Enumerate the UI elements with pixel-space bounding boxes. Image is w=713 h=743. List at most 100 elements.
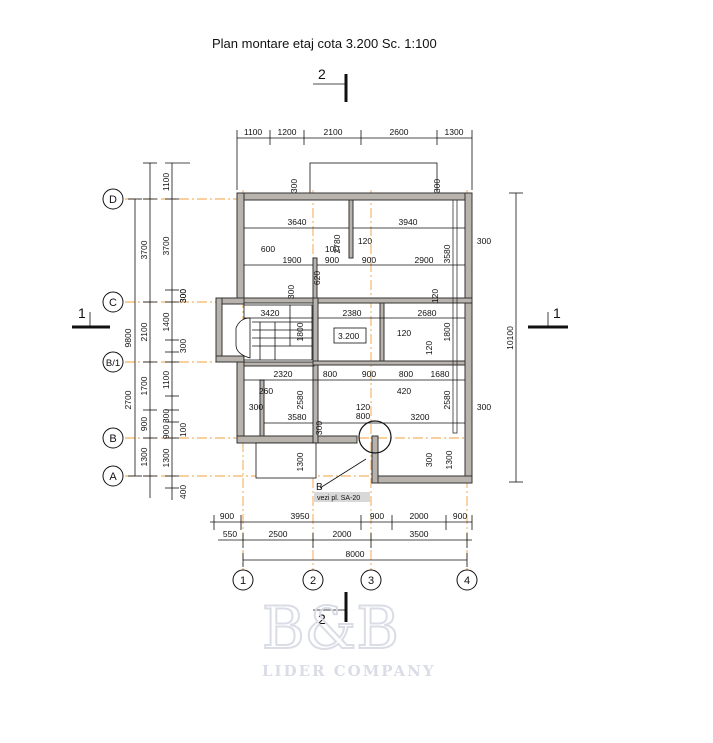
axis-label-4: 4 xyxy=(464,575,470,587)
idim-24: 1800 xyxy=(442,322,452,341)
left-inner-1100: 1100 xyxy=(161,371,171,390)
idim-4: 3940 xyxy=(399,217,418,227)
left-inner-1300: 1300 xyxy=(161,448,171,467)
level-marker: 3.200 xyxy=(333,327,367,344)
idim-25: 120 xyxy=(424,341,434,355)
top-dim-3: 2100 xyxy=(324,127,343,137)
idim-13: 2900 xyxy=(415,255,434,265)
section-mark-left-label: 1 xyxy=(78,305,86,321)
left-inner-300a: 300 xyxy=(178,289,188,303)
svg-text:B&B: B&B xyxy=(262,594,399,662)
left-inner-1400: 1400 xyxy=(161,312,171,331)
bottom-total: 8000 xyxy=(346,549,365,559)
left-dim-1300: 1300 xyxy=(139,447,149,466)
idim-8: 600 xyxy=(261,244,275,254)
interior-dimensions: 300 300 3640 3940 2780 120 300 600 100 1… xyxy=(178,179,491,472)
right-total-10100: 10100 xyxy=(505,326,515,350)
left-total-dimension: 9800 2700 xyxy=(123,198,142,477)
watermark-text: LIDER COMPANY xyxy=(262,662,436,680)
idim-11: 900 xyxy=(325,255,339,265)
idim-33: 300 xyxy=(249,402,263,412)
idim-32: 420 xyxy=(397,386,411,396)
section-mark-bottom-label: 2 xyxy=(318,611,326,627)
left-inner-300c: 300 xyxy=(161,409,171,423)
idim-36: 120 xyxy=(356,402,370,412)
idim-29: 800 xyxy=(399,369,413,379)
section-mark-bottom: 2 xyxy=(313,592,348,627)
top-dimension-chain: 1100 1200 2100 2600 1300 xyxy=(236,127,473,190)
door-callout-b: B vezi pl. SA-20 xyxy=(314,420,392,502)
section-mark-right-label: 1 xyxy=(553,305,561,321)
idim-10: 1900 xyxy=(283,255,302,265)
axis-label-c: C xyxy=(109,297,117,309)
axis-label-3: 3 xyxy=(368,575,374,587)
idim-16: 300 xyxy=(286,285,296,299)
idim-31: 260 xyxy=(259,386,273,396)
idim-23: 120 xyxy=(397,328,411,338)
axis-label-d: D xyxy=(109,194,117,206)
left-dim-2100: 2100 xyxy=(139,322,149,341)
idim-17: 300 xyxy=(178,289,188,303)
idim-18: 120 xyxy=(430,289,440,303)
idim-2: 300 xyxy=(432,179,442,193)
idim-6: 120 xyxy=(358,236,372,246)
left-inner-400: 400 xyxy=(178,485,188,499)
axis-lines-horizontal xyxy=(125,198,470,477)
top-dim-1: 1100 xyxy=(244,127,263,137)
left-inner-300b: 300 xyxy=(178,339,188,353)
idim-30: 1680 xyxy=(431,369,450,379)
top-balcony-outline xyxy=(309,162,438,194)
idim-1: 300 xyxy=(289,179,299,193)
idim-40: 3200 xyxy=(411,412,430,422)
axis-label-2: 2 xyxy=(310,575,316,587)
bottom-dim-row2-1: 2500 xyxy=(269,529,288,539)
idim-37: 2580 xyxy=(442,390,452,409)
idim-19: 3420 xyxy=(261,308,280,318)
idim-7: 300 xyxy=(477,236,491,246)
bottom-offset-dim: 550 xyxy=(223,529,237,539)
left-inner-100: 100 xyxy=(178,423,188,437)
idim-12: 900 xyxy=(362,255,376,265)
left-inner-900: 900 xyxy=(161,425,171,439)
idim-28: 900 xyxy=(362,369,376,379)
staircase xyxy=(235,304,313,361)
idim-38: 300 xyxy=(477,402,491,412)
plan-title-text: Plan montare etaj cota 3.200 Sc. 1:100 xyxy=(212,36,437,51)
interior-walls xyxy=(243,199,473,444)
left-dim-900: 900 xyxy=(139,417,149,431)
left-dim-1100: 1100 xyxy=(161,173,171,192)
level-value: 3.200 xyxy=(338,331,360,341)
bottom-dim-1: 900 xyxy=(220,511,234,521)
idim-9: 100 xyxy=(325,244,339,254)
watermark-logo: B&B LIDER COMPANY xyxy=(261,593,436,680)
idim-43: 1300 xyxy=(444,450,454,469)
idim-21: 2680 xyxy=(418,308,437,318)
left-dim-1700: 1700 xyxy=(139,376,149,395)
bottom-dim-row2-3: 3500 xyxy=(410,529,429,539)
top-dim-2: 1200 xyxy=(278,127,297,137)
bottom-dim-5: 900 xyxy=(453,511,467,521)
section-mark-top: 2 xyxy=(313,66,348,102)
idim-20: 2380 xyxy=(343,308,362,318)
axis-label-b: B xyxy=(109,433,116,445)
axis-label-a: A xyxy=(109,471,117,483)
bottom-dim-2: 3950 xyxy=(291,511,310,521)
idim-14: 3580 xyxy=(442,244,452,263)
left-inner-3700: 3700 xyxy=(161,236,171,255)
idim-39: 800 xyxy=(356,411,370,421)
section-mark-left: 1 xyxy=(72,305,110,329)
idim-15: 620 xyxy=(312,271,322,285)
exterior-walls xyxy=(215,192,473,484)
idim-5: 2780 xyxy=(332,234,342,253)
bottom-dimension-chain-2: 550 2500 2000 3500 xyxy=(218,529,472,548)
section-mark-top-label: 2 xyxy=(318,66,326,82)
bottom-dim-row2-2: 2000 xyxy=(333,529,352,539)
left-dim-3700: 3700 xyxy=(139,240,149,259)
idim-22: 1800 xyxy=(295,322,305,341)
axis-label-1: 1 xyxy=(240,575,246,587)
bottom-dimension-chain-1: 900 3950 900 2000 900 xyxy=(210,511,473,530)
bottom-total-dimension: 8000 xyxy=(242,549,468,567)
left-total-9800: 9800 xyxy=(123,328,133,347)
idim-27: 800 xyxy=(323,369,337,379)
axis-bubbles-numbers: 1 2 3 4 xyxy=(232,569,478,591)
